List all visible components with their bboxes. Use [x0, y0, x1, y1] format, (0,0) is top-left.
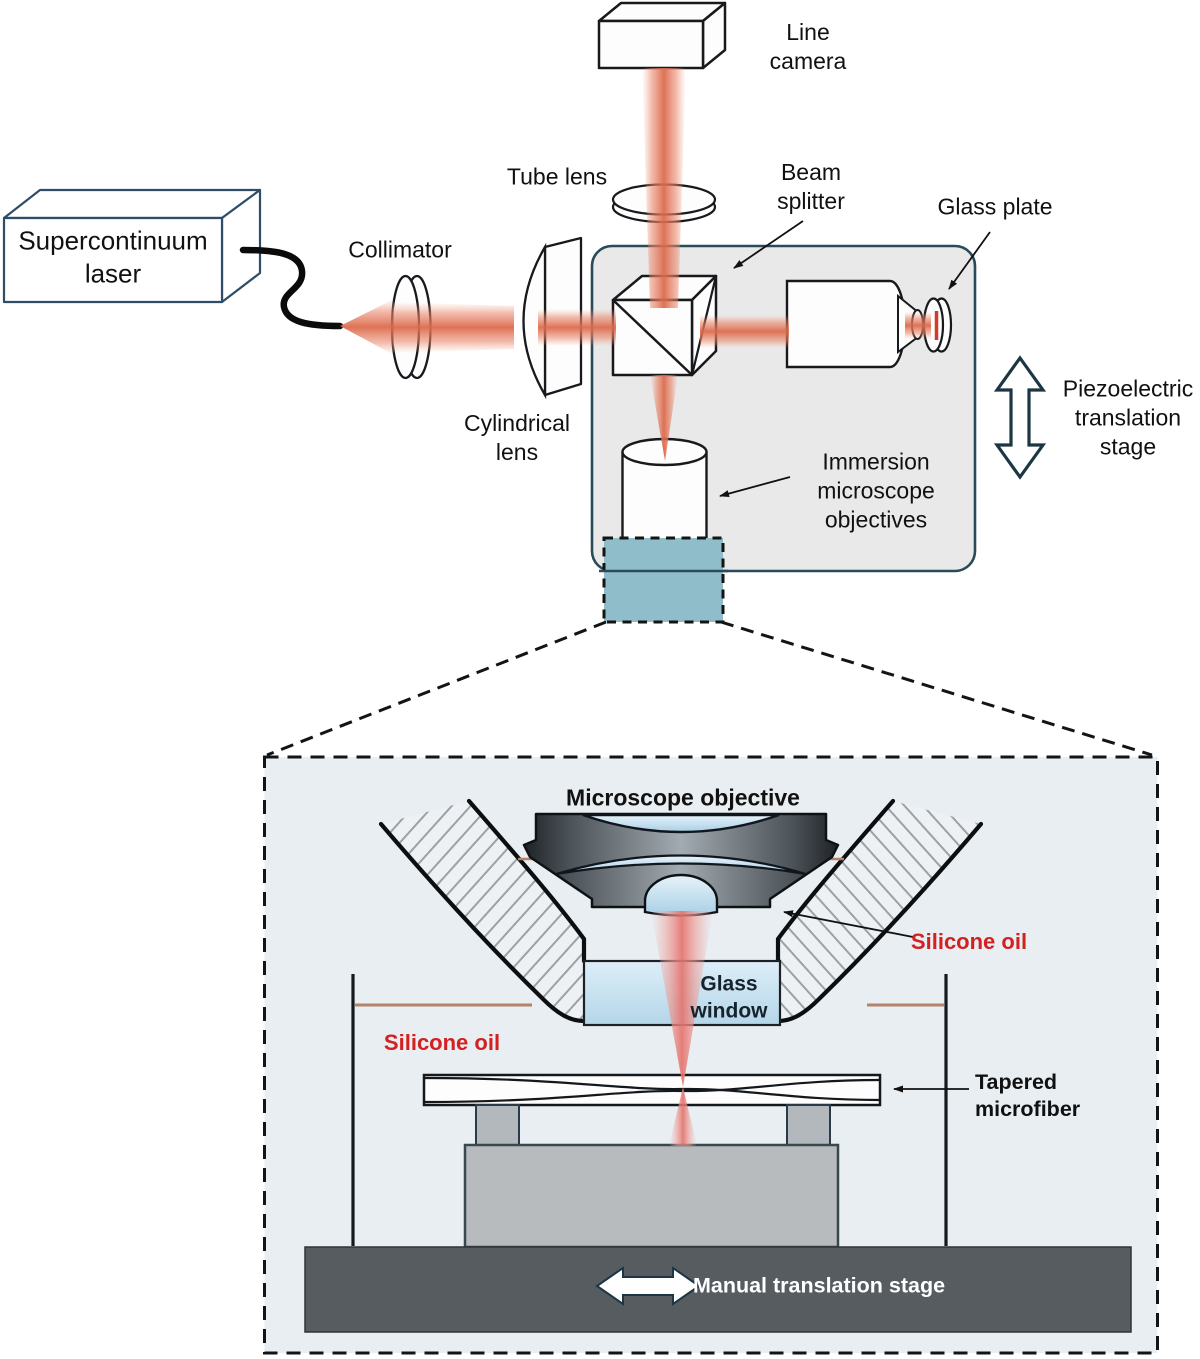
objective-top-lens	[582, 813, 780, 834]
immersion-objectives-label: Immersion microscope objectives	[817, 448, 935, 533]
beam-cube-down	[650, 375, 678, 461]
supercontinuum-laser-box	[2, 188, 262, 304]
beam-splitter-label: Beam splitter	[777, 159, 845, 214]
line-camera-label: Line camera	[769, 19, 847, 74]
sample-block	[463, 1143, 840, 1249]
fiber-post-right	[786, 1104, 831, 1146]
silicone-oil-arrow	[783, 910, 914, 938]
fiber-taper-upper	[423, 1076, 881, 1102]
inset-microscope-objective	[522, 812, 840, 917]
callout-arrows-inset	[783, 910, 969, 1093]
line-camera-box	[597, 1, 727, 70]
beam-splitter-arrow	[733, 220, 804, 269]
horizontal-double-arrow-icon	[595, 1266, 701, 1306]
beam-to-reference	[700, 315, 789, 348]
glass-plate-label: Glass plate	[937, 193, 1053, 220]
beam-fiber-cone	[340, 299, 394, 355]
immersion-arrow	[719, 476, 791, 498]
callout-arrows-top	[719, 220, 991, 498]
inset-beam	[651, 911, 713, 1146]
laser-beam-paths	[340, 68, 931, 461]
glass-plate	[922, 297, 953, 353]
silicone-oil-upper-label: Silicone oil	[910, 929, 1028, 955]
immersion-objective-cylinder	[621, 437, 708, 542]
beam-focus-lower	[669, 1087, 697, 1146]
sample-region-highlight	[599, 536, 728, 624]
beam-to-plate	[905, 312, 931, 339]
beam-focus-upper	[651, 911, 713, 1087]
objective-front-lens	[643, 873, 719, 917]
tapered-fiber-assembly	[422, 1073, 882, 1249]
piezoelectric-stage-label: Piezoelectric translation stage	[1062, 375, 1194, 460]
fiber-cable	[239, 246, 344, 330]
manual-translation-stage-label: Manual translation stage	[692, 1273, 946, 1298]
fiber-taper-lower	[423, 1078, 881, 1104]
collimator-label: Collimator	[348, 236, 452, 263]
inset-connector-lines	[266, 620, 1153, 757]
oil-container	[351, 974, 948, 1246]
glass-plate-arrow	[948, 231, 991, 290]
beam-collimated	[393, 302, 514, 353]
fiber-post-left	[475, 1104, 520, 1146]
tube-lens-label: Tube lens	[506, 163, 608, 190]
silicone-oil-lower-label: Silicone oil	[383, 1030, 501, 1056]
beam-camera-vertical	[642, 68, 686, 308]
beam-to-cube	[538, 309, 616, 346]
cylindrical-lens-label: Cylindrical lens	[463, 410, 571, 465]
manual-stage-bar	[304, 1246, 1132, 1333]
tapered-microfiber-label: Tapered microfiber	[975, 1069, 1081, 1121]
cylindrical-lens	[522, 236, 583, 400]
supercontinuum-laser-label: Supercontinuum laser	[18, 225, 208, 288]
piezo-double-arrow-icon	[993, 355, 1047, 480]
microscope-objective-label: Microscope objective	[566, 784, 800, 811]
objective-holder-right	[775, 798, 984, 1024]
objective-holder-left	[378, 798, 587, 1024]
objective-meniscus-lens	[555, 854, 807, 876]
glass-window-label: Glass window	[690, 972, 768, 1023]
